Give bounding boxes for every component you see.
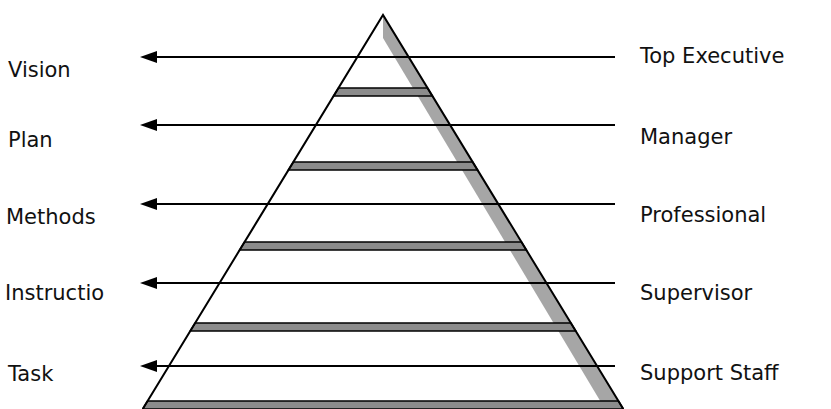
focus-label: Methods bbox=[6, 205, 96, 230]
arrow-line bbox=[154, 124, 615, 126]
arrow-line bbox=[154, 282, 615, 284]
arrow-line bbox=[154, 203, 615, 205]
ledge bbox=[240, 242, 527, 250]
arrow-line bbox=[154, 56, 615, 58]
pyramid-outline bbox=[143, 15, 624, 409]
ledge bbox=[288, 162, 477, 170]
role-label: Professional bbox=[640, 203, 766, 228]
arrowhead bbox=[140, 198, 157, 210]
focus-label: Vision bbox=[8, 58, 71, 83]
ledge bbox=[334, 88, 433, 96]
role-label: Manager bbox=[640, 125, 732, 150]
arrowhead bbox=[140, 360, 157, 372]
arrowhead bbox=[140, 51, 157, 63]
arrowhead bbox=[140, 277, 157, 289]
role-label: Supervisor bbox=[640, 281, 752, 306]
pyramid-ledges bbox=[143, 88, 624, 409]
focus-label: Plan bbox=[8, 128, 53, 153]
focus-label: Task bbox=[8, 362, 53, 387]
ledge bbox=[190, 323, 576, 331]
arrowhead bbox=[140, 119, 157, 131]
arrows bbox=[154, 57, 615, 366]
arrowheads bbox=[140, 51, 157, 372]
role-label: Support Staff bbox=[640, 361, 779, 386]
role-label: Top Executive bbox=[640, 44, 784, 69]
focus-label: Instructio bbox=[5, 281, 104, 306]
arrow-line bbox=[154, 365, 615, 367]
ledge bbox=[143, 401, 624, 409]
